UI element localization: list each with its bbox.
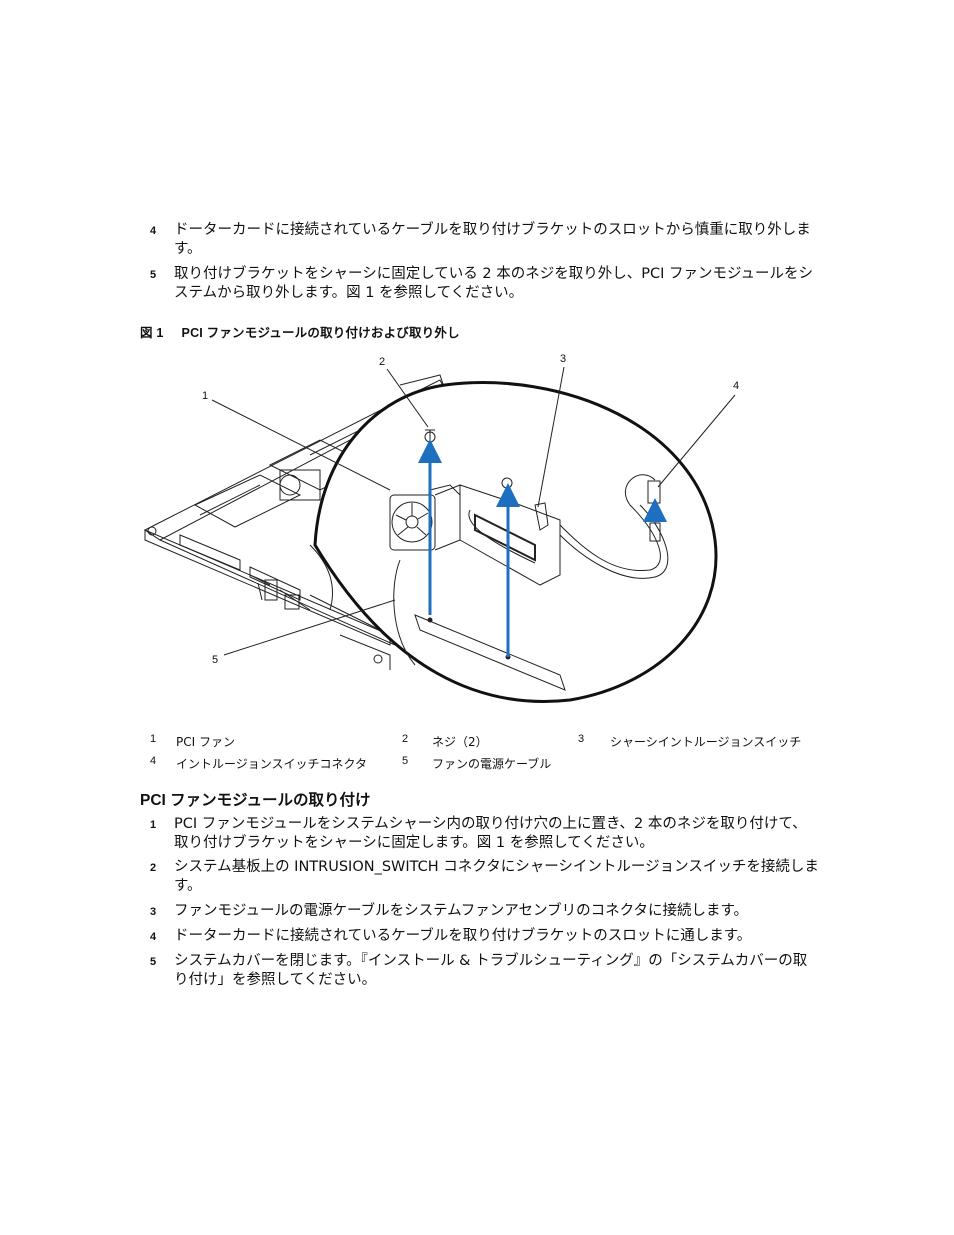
step-text: システム基板上の INTRUSION_SWITCH コネクタにシャーシイントルー… <box>174 859 819 894</box>
figure-label: 図 1 <box>140 326 164 340</box>
install-step-4: 4 ドーターカードに接続されているケーブルを取り付けブラケットのスロットに通しま… <box>150 927 820 946</box>
callout-3: 3 <box>560 353 566 365</box>
callout-leaders <box>211 366 736 656</box>
install-step-2: 2 システム基板上の INTRUSION_SWITCH コネクタにシャーシイント… <box>150 858 820 896</box>
removal-step-4: 4 ドーターカードに接続されているケーブルを取り付けブラケットのスロットから慎重… <box>150 221 820 259</box>
install-step-5: 5 システムカバーを閉じます。『インストール & トラブルシューティング』の「シ… <box>150 952 820 990</box>
legend-number: 3 <box>578 733 585 745</box>
figure-title: PCI ファンモジュールの取り付けおよび取り外し <box>181 326 460 340</box>
callout-4: 4 <box>733 380 739 392</box>
legend-text: ネジ（2） <box>432 735 488 749</box>
legend-text: イントルージョンスイッチコネクタ <box>176 757 368 771</box>
step-number: 5 <box>150 269 157 281</box>
step-text: PCI ファンモジュールをシステムシャーシ内の取り付け穴の上に置き、2 本のネジ… <box>174 816 807 851</box>
step-text: ドーターカードに接続されているケーブルを取り付けブラケットのスロットから慎重に取… <box>174 222 811 257</box>
legend-number: 1 <box>150 733 157 745</box>
step-number: 4 <box>150 225 157 237</box>
step-text: システムカバーを閉じます。『インストール & トラブルシューティング』の「システ… <box>174 953 808 988</box>
step-number: 1 <box>150 819 157 831</box>
fan-module-illustration: 1 2 3 4 5 <box>144 353 739 703</box>
step-text: 取り付けブラケットをシャーシに固定している 2 本のネジを取り外し、PCI ファ… <box>174 266 813 301</box>
legend-text: ファンの電源ケーブル <box>432 757 552 771</box>
legend-text: シャーシイントルージョンスイッチ <box>610 735 802 749</box>
step-text: ドーターカードに接続されているケーブルを取り付けブラケットのスロットに通します。 <box>174 928 752 944</box>
step-number: 3 <box>150 906 157 918</box>
callout-1: 1 <box>202 390 208 402</box>
callout-5: 5 <box>212 654 218 666</box>
step-number: 2 <box>150 862 157 874</box>
figure-caption: 図 1 PCI ファンモジュールの取り付けおよび取り外し <box>140 322 460 341</box>
step-number: 5 <box>150 956 157 968</box>
detail-magnifier-circle <box>313 381 718 703</box>
assembly-arrows <box>418 439 667 657</box>
removal-step-5: 5 取り付けブラケットをシャーシに固定している 2 本のネジを取り外し、PCI … <box>150 265 820 303</box>
step-text: ファンモジュールの電源ケーブルをシステムファンアセンブリのコネクタに接続します。 <box>174 903 749 919</box>
step-number: 4 <box>150 931 157 943</box>
legend-number: 2 <box>402 733 409 745</box>
install-step-3: 3 ファンモジュールの電源ケーブルをシステムファンアセンブリのコネクタに接続しま… <box>150 902 820 921</box>
legend-text: PCI ファン <box>176 735 235 749</box>
legend-number: 4 <box>150 755 157 767</box>
section-heading: PCI ファンモジュールの取り付け <box>140 792 371 809</box>
install-step-1: 1 PCI ファンモジュールをシステムシャーシ内の取り付け穴の上に置き、2 本の… <box>150 815 820 853</box>
legend-number: 5 <box>402 755 409 767</box>
callout-2: 2 <box>379 356 385 368</box>
